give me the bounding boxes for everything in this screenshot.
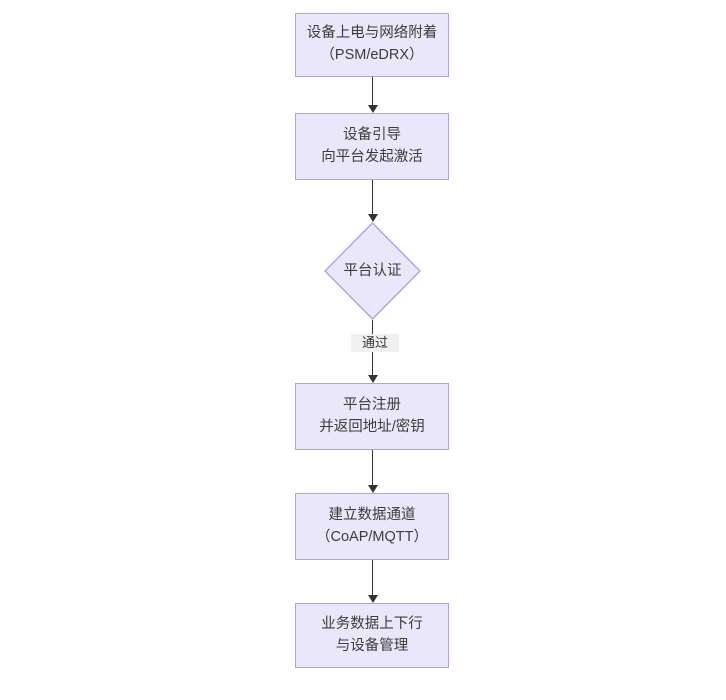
- arrowhead-icon: [367, 375, 378, 383]
- node-line: （PSM/eDRX）: [320, 47, 424, 63]
- node-line: 设备引导: [343, 126, 401, 143]
- edge-power-on-to-bootstrap: [367, 77, 378, 113]
- node-line: 建立数据通道: [328, 506, 416, 523]
- edge-line: [372, 180, 374, 214]
- arrowhead-icon: [367, 214, 378, 222]
- node-platform-auth[interactable]: 平台认证: [324, 222, 421, 320]
- edge-line: [372, 320, 374, 375]
- node-data-channel[interactable]: 建立数据通道 （CoAP/MQTT）: [295, 493, 449, 560]
- node-line: 业务数据上下行: [321, 615, 423, 632]
- edge-auth-to-register: 通过: [351, 320, 399, 383]
- edge-line: [372, 560, 374, 595]
- node-line: 与设备管理: [335, 637, 409, 654]
- edge-label-pass: 通过: [351, 334, 399, 352]
- edge-register-to-channel: [367, 450, 378, 493]
- node-line: 向平台发起激活: [321, 148, 423, 165]
- node-bootstrap[interactable]: 设备引导 向平台发起激活: [295, 113, 449, 180]
- node-platform-register[interactable]: 平台注册 并返回地址/密钥: [295, 383, 449, 450]
- node-line: （CoAP/MQTT）: [316, 528, 428, 545]
- node-service-data[interactable]: 业务数据上下行 与设备管理: [295, 603, 449, 668]
- node-line: 平台认证: [343, 262, 402, 279]
- arrowhead-icon: [367, 105, 378, 113]
- edge-line: [372, 77, 374, 105]
- edge-line: [372, 450, 374, 485]
- node-line: 平台注册: [343, 396, 401, 413]
- diamond-shape-icon: [324, 222, 421, 320]
- node-line: 并返回地址/密钥: [319, 418, 425, 435]
- node-power-on[interactable]: 设备上电与网络附着 （PSM/eDRX）: [295, 13, 449, 77]
- edge-channel-to-service: [367, 560, 378, 603]
- node-line: 设备上电与网络附着: [306, 25, 438, 42]
- arrowhead-icon: [367, 595, 378, 603]
- arrowhead-icon: [367, 485, 378, 493]
- edge-bootstrap-to-auth: [367, 180, 378, 222]
